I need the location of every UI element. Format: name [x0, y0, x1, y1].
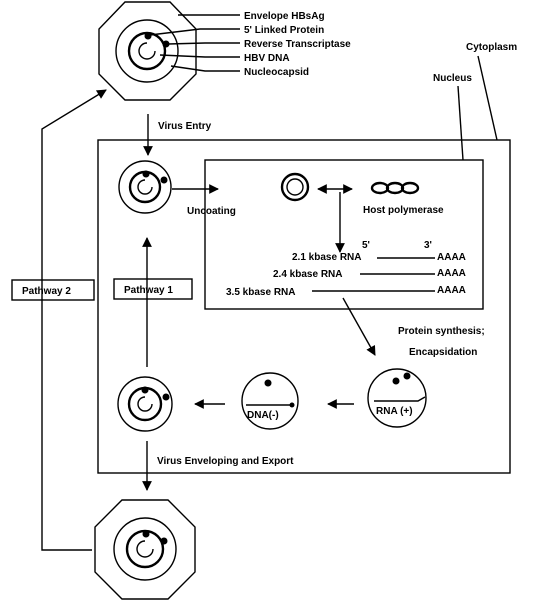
legend-reverse-transcriptase: Reverse Transcriptase: [244, 39, 351, 50]
legend-linked-protein: 5' Linked Protein: [244, 25, 324, 36]
rna-3-5-label: 3.5 kbase RNA: [226, 287, 295, 298]
cytoplasm-box: [97, 139, 511, 474]
linked-protein-dot: [144, 32, 152, 40]
virion-top: [98, 1, 197, 101]
dna-minus-label: DNA(-): [247, 410, 279, 421]
protein-synthesis-label-2: Encapsidation: [409, 347, 477, 358]
rna-2-1-label: 2.1 kbase RNA: [292, 252, 361, 263]
host-polymerase-icon: [370, 181, 420, 195]
virus-enveloping-export-label: Virus Enveloping and Export: [157, 456, 294, 467]
five-prime-label: 5': [362, 240, 370, 251]
nucleocapsid-entry: [118, 160, 172, 214]
rna-2-4-tail: AAAA: [437, 268, 466, 279]
legend-hbv-dna: HBV DNA: [244, 53, 290, 64]
rna-plus-label: RNA (+): [376, 406, 413, 417]
nuclear-dna: [280, 172, 310, 202]
nucleus-box: [204, 159, 484, 310]
pathway1-box: [113, 278, 193, 300]
nucleus-label: Nucleus: [433, 73, 472, 84]
rna-2-4-label: 2.4 kbase RNA: [273, 269, 342, 280]
three-prime-label: 3': [424, 240, 432, 251]
rna-2-1-tail: AAAA: [437, 252, 466, 263]
protein-synthesis-label-1: Protein synthesis;: [398, 326, 485, 337]
rna-3-5-tail: AAAA: [437, 285, 466, 296]
legend-envelope: Envelope HBsAg: [244, 11, 325, 22]
legend-nucleocapsid: Nucleocapsid: [244, 67, 309, 78]
mature-nucleocapsid: [117, 376, 173, 432]
cytoplasm-label: Cytoplasm: [466, 42, 517, 53]
pathway1-label: Pathway 1: [124, 285, 173, 296]
virus-entry-label: Virus Entry: [158, 121, 212, 132]
reverse-transcriptase-dot: [162, 40, 170, 48]
uncoating-label: Uncoating: [187, 206, 236, 217]
pathway2-label: Pathway 2: [22, 286, 71, 297]
host-polymerase-label: Host polymerase: [363, 205, 444, 216]
rna-plus-capsid: [367, 368, 427, 428]
virion-bottom: [94, 499, 196, 600]
dna-minus-capsid: [241, 372, 299, 430]
pathway2-box: [11, 279, 95, 301]
